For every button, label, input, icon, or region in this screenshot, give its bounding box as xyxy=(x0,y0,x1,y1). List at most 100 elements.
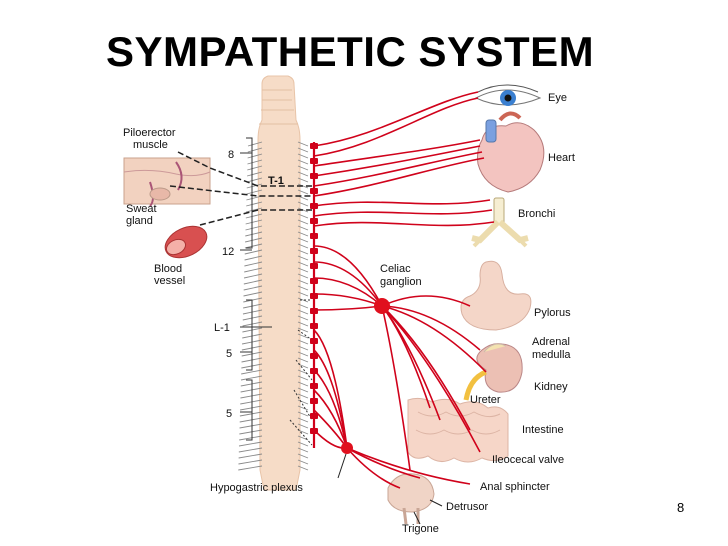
heart-icon xyxy=(477,111,545,193)
fibre-from-hypogastric xyxy=(346,447,421,479)
skin-leader-lines xyxy=(169,151,312,226)
root-line-right xyxy=(297,459,309,465)
chain-ganglion xyxy=(310,413,318,419)
fibre-from-celiac xyxy=(381,305,411,471)
root-line-left xyxy=(238,465,263,471)
root-line-left xyxy=(243,291,263,297)
root-line-right xyxy=(297,441,309,447)
root-line-left xyxy=(239,411,263,417)
fibre-upper xyxy=(313,221,495,227)
root-line-left xyxy=(245,231,263,237)
root-line-right xyxy=(297,153,309,159)
level-s5: 5 xyxy=(226,408,232,420)
root-line-left xyxy=(247,147,263,153)
fibre-upper xyxy=(313,151,483,187)
root-line-left xyxy=(244,249,263,255)
fibre-from-celiac xyxy=(381,305,487,373)
root-line-left xyxy=(243,285,263,291)
spinal-column xyxy=(238,75,313,491)
kidney-icon xyxy=(463,343,523,401)
root-line-right xyxy=(297,429,309,435)
label-celiac-1: Celiac xyxy=(380,263,411,275)
spinal-nerve-roots xyxy=(238,141,309,471)
root-line-left xyxy=(246,189,263,195)
root-line-left xyxy=(246,201,263,207)
fibre-to-celiac xyxy=(313,305,383,311)
chain-ganglion xyxy=(310,293,318,299)
bronchi-icon xyxy=(471,197,529,248)
root-line-right xyxy=(297,231,309,237)
chain-ganglion xyxy=(310,368,318,374)
root-line-right xyxy=(297,351,309,357)
root-line-right xyxy=(297,171,309,177)
root-line-left xyxy=(247,165,263,171)
root-line-right xyxy=(297,333,309,339)
level-brackets xyxy=(240,137,272,441)
label-heart: Heart xyxy=(548,152,575,164)
root-line-left xyxy=(245,225,263,231)
fibre-to-hypogastric xyxy=(313,369,348,449)
root-line-right xyxy=(297,411,309,417)
level-l5: 5 xyxy=(226,348,232,360)
fibre-from-celiac xyxy=(381,305,441,421)
label-intestine: Intestine xyxy=(522,424,564,436)
root-line-left xyxy=(240,375,263,381)
chain-ganglion xyxy=(310,143,318,149)
root-line-right xyxy=(297,345,309,351)
fibre-upper xyxy=(313,97,479,157)
root-line-right xyxy=(297,303,309,309)
root-line-right xyxy=(297,159,309,165)
root-line-right xyxy=(297,297,309,303)
blood-vessel-icon xyxy=(164,225,208,259)
fibre-upper xyxy=(313,145,481,177)
label-sweat-1: Sweat xyxy=(126,203,157,215)
root-line-right xyxy=(297,423,309,429)
label-celiac-2: ganglion xyxy=(380,276,422,288)
root-line-right xyxy=(297,255,309,261)
label-kidney: Kidney xyxy=(534,381,568,393)
root-line-left xyxy=(246,195,263,201)
root-line-right xyxy=(297,219,309,225)
root-line-left xyxy=(246,171,263,177)
bladder-icon xyxy=(387,473,435,525)
label-piloerector-2: muscle xyxy=(133,139,168,151)
slide-title: SYMPATHETIC SYSTEM xyxy=(106,28,595,75)
root-line-right xyxy=(297,327,309,333)
label-adrenal-1: Adrenal xyxy=(532,336,570,348)
root-line-right xyxy=(297,243,309,249)
fibre-from-celiac xyxy=(381,305,481,453)
root-line-left xyxy=(247,159,263,165)
root-line-left xyxy=(240,393,263,399)
chain-ganglion xyxy=(310,278,318,284)
label-ureter: Ureter xyxy=(470,394,501,406)
root-line-right xyxy=(297,189,309,195)
fibre-to-hypogastric xyxy=(313,349,348,449)
label-detrusor: Detrusor xyxy=(446,501,489,513)
root-line-left xyxy=(244,243,263,249)
label-anal-sphincter: Anal sphincter xyxy=(480,481,550,493)
label-piloerector-1: Piloerector xyxy=(123,127,176,139)
root-line-left xyxy=(239,417,263,423)
chain-ganglion xyxy=(310,218,318,224)
label-trigone: Trigone xyxy=(402,523,439,535)
root-line-right xyxy=(297,291,309,297)
label-eye: Eye xyxy=(548,92,567,104)
fibre-from-hypogastric xyxy=(346,447,471,485)
root-line-left xyxy=(245,237,263,243)
label-ileocecal: Ileocecal valve xyxy=(492,454,564,466)
stomach-icon xyxy=(460,260,532,331)
hypogastric-ganglion xyxy=(341,442,353,454)
label-bronchi: Bronchi xyxy=(518,208,555,220)
root-line-right xyxy=(297,165,309,171)
root-line-left xyxy=(245,219,263,225)
chain-ganglion xyxy=(310,203,318,209)
label-blood-1: Blood xyxy=(154,263,182,275)
root-line-right xyxy=(297,273,309,279)
fibre-upper xyxy=(313,157,485,197)
root-line-right xyxy=(297,225,309,231)
root-line-right xyxy=(297,453,309,459)
root-line-left xyxy=(246,177,263,183)
root-line-left xyxy=(239,435,263,441)
